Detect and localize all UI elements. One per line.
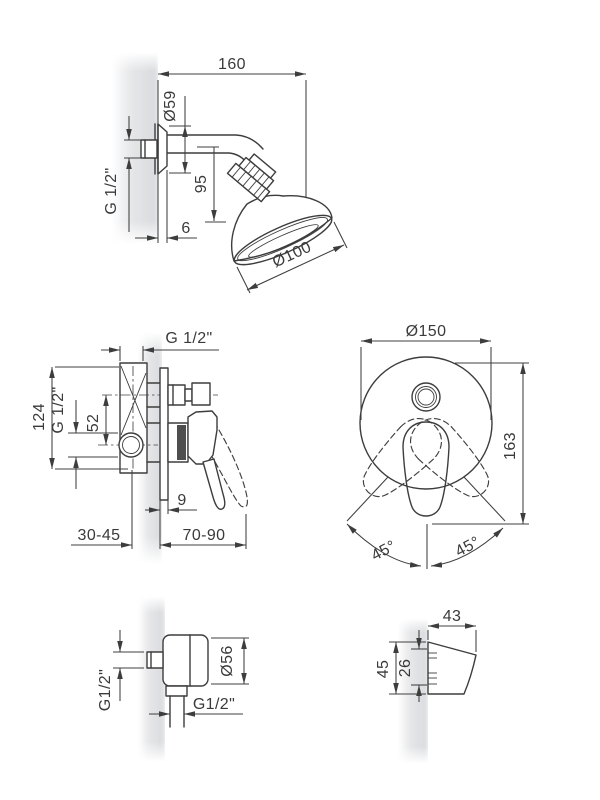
dim-knob-width: 43	[443, 608, 462, 625]
shower-head-bell	[230, 194, 333, 262]
dim-thread-port: G 1/2"	[50, 386, 67, 433]
mixer-lever	[202, 458, 226, 510]
dim-plate-diameter: Ø150	[406, 323, 447, 340]
dim-angle-left: 45°	[369, 538, 399, 565]
dim-shower-thread: G 1/2"	[103, 167, 120, 214]
outlet-collar	[165, 685, 188, 697]
mixer-plate	[159, 367, 169, 501]
mixer-plate-front	[359, 356, 493, 490]
dim-flange-diameter: Ø59	[162, 90, 179, 121]
mixer-handle-alt-position	[202, 413, 248, 508]
dim-outlet-thread-wall: G1/2"	[97, 669, 114, 711]
mixer-handle	[187, 410, 218, 465]
outlet-nipple	[146, 651, 164, 669]
mixer-front-view: Ø150 163 45° 45°	[346, 323, 529, 569]
mixer-stem-nut	[191, 382, 211, 406]
handle-alt-left	[409, 417, 490, 498]
dim-thread-top: G 1/2"	[165, 330, 212, 347]
dim-knob-inner-height: 26	[397, 659, 414, 678]
shower-flange-cone	[157, 123, 168, 175]
handle-profile-view: 43 45 26	[375, 608, 477, 702]
dim-plate-thickness: 9	[177, 492, 186, 509]
outlet-body	[162, 634, 209, 687]
knob-outline	[427, 641, 477, 695]
dim-flange-thickness: 6	[181, 220, 190, 237]
dim-overall-height: 163	[502, 432, 519, 460]
dim-port-spacing: 52	[85, 414, 102, 433]
shower-head-side-view: 160	[103, 56, 348, 294]
dim-depth-in-wall: 30-45	[78, 527, 121, 544]
dim-angle-right: 45°	[453, 534, 483, 561]
shower-swivel-collars	[226, 153, 277, 203]
wall-outlet-view: G1/2" Ø56 G1/2"	[97, 630, 249, 728]
shower-arm-bottom	[166, 152, 248, 164]
shower-thread-nipple	[140, 139, 158, 159]
dim-knob-height: 45	[375, 660, 392, 679]
mixer-side-view: G 1/2" 124 G 1/2" 52 9 30	[31, 330, 248, 549]
dim-outlet-diameter: Ø56	[219, 645, 236, 676]
diverter-button-outer	[411, 382, 441, 412]
diverter-button-ring	[415, 386, 437, 408]
dim-drop-height: 95	[193, 175, 210, 194]
mixer-handle-front	[402, 421, 450, 517]
handle-alt-right	[362, 417, 443, 498]
mixer-stem	[167, 384, 186, 406]
shower-arm-top	[166, 134, 264, 150]
dim-outlet-thread-bottom: G1/2"	[193, 696, 235, 713]
dim-body-height: 124	[31, 403, 48, 431]
dim-depth-out-wall: 70-90	[183, 527, 226, 544]
dim-projection-160: 160	[218, 56, 246, 73]
